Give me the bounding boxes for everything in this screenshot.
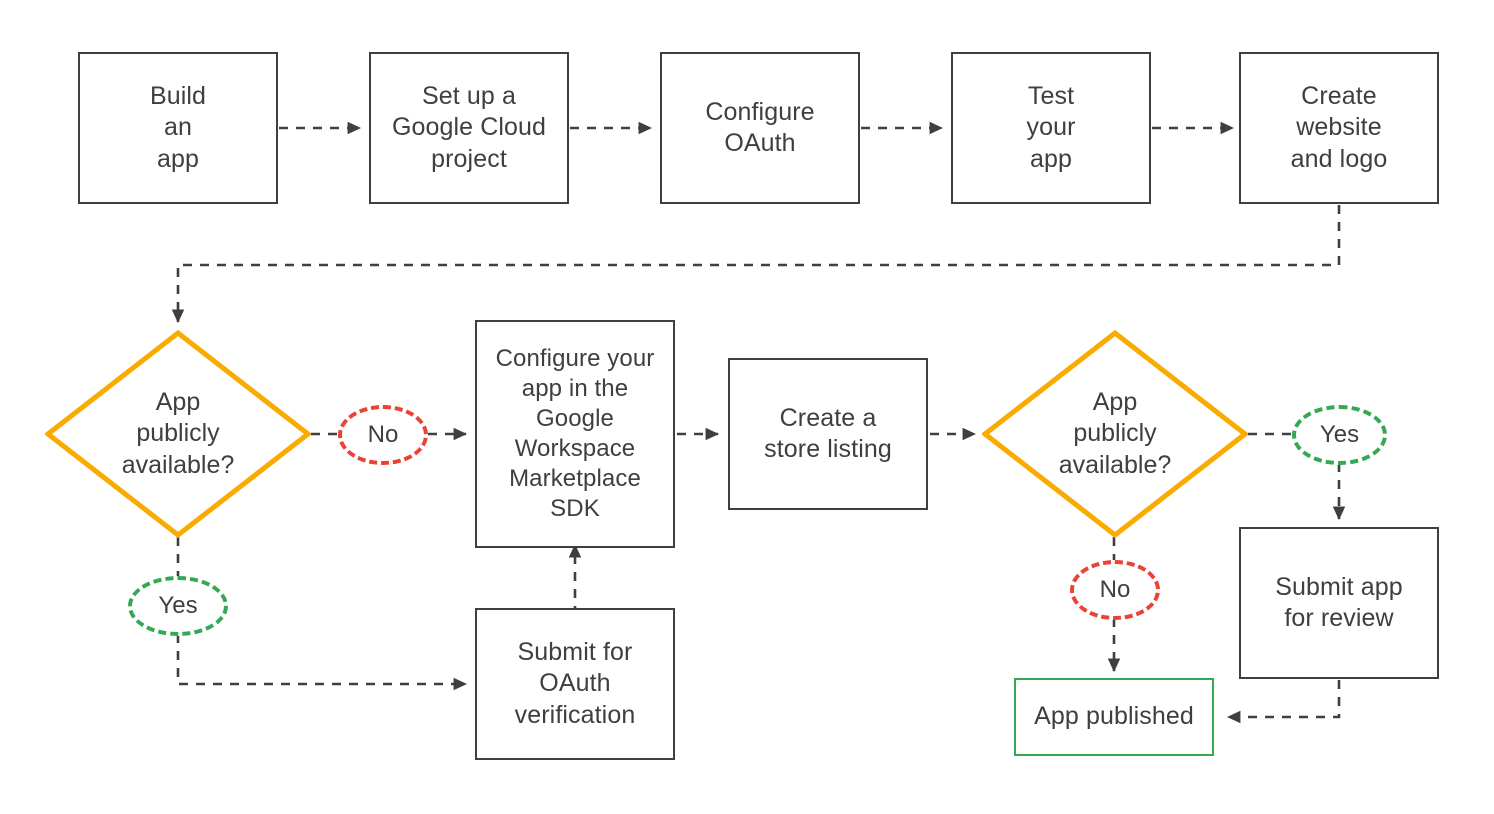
edge-website-to-decision1 [171,205,1341,324]
node-submit-for-oauth-verification-label: Submit for OAuth verification [514,637,636,729]
edge-label-decision2-yes: Yes [1292,405,1387,465]
node-create-website-and-logo-label: Create website and logo [1290,81,1388,173]
edge-label-decision1-yes: Yes [128,576,228,636]
node-configure-oauth[interactable]: Configure OAuth [660,52,860,204]
node-decision-app-publicly-available-2[interactable]: App publicly available? [982,330,1248,538]
node-set-up-google-cloud-project-label: Set up a Google Cloud project [391,81,547,173]
node-build-an-app[interactable]: Build an app [78,52,278,204]
node-create-a-store-listing-label: Create a store listing [764,403,892,464]
node-configure-app-in-marketplace-sdk[interactable]: Configure your app in the Google Workspa… [475,320,675,548]
edge-label-decision1-no-text: No [367,421,399,448]
edge-review-to-published [1226,680,1341,724]
node-decision-app-publicly-available-1[interactable]: App publicly available? [45,330,311,538]
node-create-a-store-listing[interactable]: Create a store listing [728,358,928,510]
node-submit-for-oauth-verification[interactable]: Submit for OAuth verification [475,608,675,760]
node-test-your-app[interactable]: Test your app [951,52,1151,204]
edge-label-decision2-no-text: No [1099,576,1131,603]
node-create-website-and-logo[interactable]: Create website and logo [1239,52,1439,204]
node-configure-oauth-label: Configure OAuth [705,97,815,158]
node-configure-app-in-marketplace-sdk-label: Configure your app in the Google Workspa… [495,345,655,522]
node-submit-app-for-review[interactable]: Submit app for review [1239,527,1439,679]
edge-label-decision2-no: No [1070,560,1160,620]
node-set-up-google-cloud-project[interactable]: Set up a Google Cloud project [369,52,569,204]
edge-yes-label-to-oauth-verification [176,634,468,691]
node-build-an-app-label: Build an app [149,81,207,173]
node-decision-app-publicly-available-1-label: App publicly available? [121,387,235,479]
node-app-published-label: App published [1034,702,1194,731]
node-app-published[interactable]: App published [1014,678,1214,756]
decision-diamond-shape-1 [45,330,311,538]
node-test-your-app-label: Test your app [1026,81,1076,173]
decision-diamond-shape-2 [982,330,1248,538]
node-submit-app-for-review-label: Submit app for review [1275,572,1403,633]
edge-label-decision1-yes-text: Yes [158,592,198,619]
node-decision-app-publicly-available-2-label: App publicly available? [1058,387,1172,479]
edge-label-decision1-no: No [338,405,428,465]
edge-label-decision2-yes-text: Yes [1319,421,1360,448]
